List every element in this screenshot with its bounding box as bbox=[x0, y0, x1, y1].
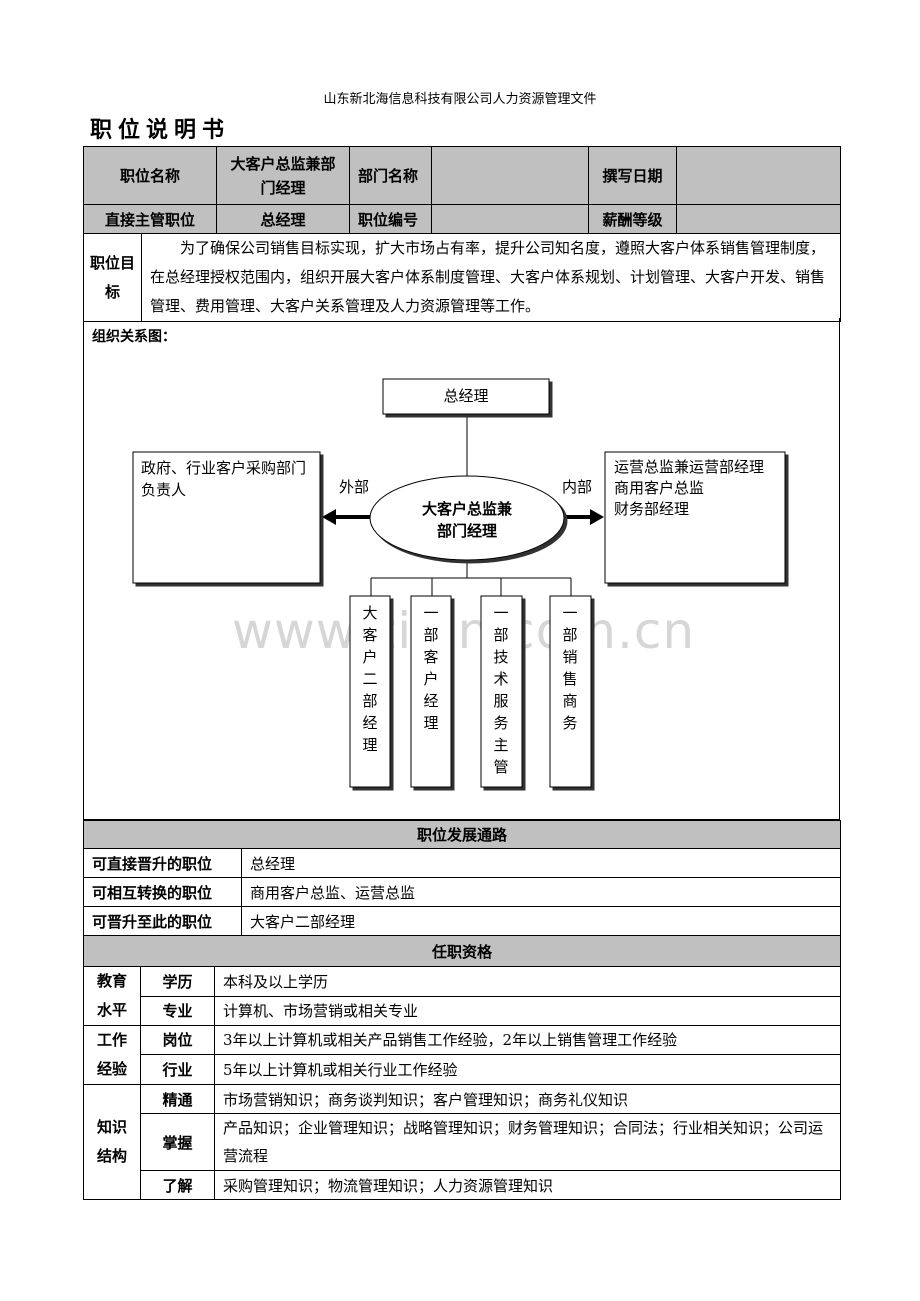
qual-sublabel: 专业 bbox=[140, 995, 215, 1026]
qual-title: 任职资格 bbox=[83, 935, 841, 967]
supervisor-label: 直接主管职位 bbox=[83, 204, 217, 234]
qual-value: 计算机、市场营销或相关专业 bbox=[214, 995, 841, 1026]
table-row: 掌握 产品知识；企业管理知识；战略管理知识；财务管理知识；合同法；行业相关知识；… bbox=[84, 1113, 841, 1171]
career-title: 职位发展通路 bbox=[82, 820, 842, 849]
career-label: 可晋升至此的职位 bbox=[83, 906, 242, 936]
salary-value bbox=[676, 204, 841, 234]
org-right-item: 运营总监兼运营部经理 bbox=[614, 458, 765, 476]
qualification-table: 任职资格 教育水平 学历 本科及以上学历 专业 计算机、市场营销或相关专业 工作… bbox=[83, 935, 841, 1200]
qual-sublabel: 学历 bbox=[140, 966, 215, 997]
supervisor-value: 总经理 bbox=[216, 204, 350, 234]
career-label: 可直接晋升的职位 bbox=[83, 848, 242, 878]
position-name-label: 职位名称 bbox=[83, 146, 217, 205]
goal-table: 职位目标 为了确保公司销售目标实现，扩大市场占有率，提升公司知名度，遵照大客户体… bbox=[83, 233, 841, 322]
org-sub-3-label: 一部技术服务主管 bbox=[493, 604, 509, 776]
node-external-box bbox=[132, 451, 321, 584]
code-value bbox=[431, 204, 589, 234]
org-left-arrow-label: 外部 bbox=[339, 478, 370, 496]
knowledge-label: 知识结构 bbox=[83, 1084, 141, 1200]
org-top-label: 总经理 bbox=[443, 387, 489, 405]
edu-label: 教育水平 bbox=[83, 966, 141, 1026]
career-value: 大客户二部经理 bbox=[240, 906, 842, 936]
career-table: 职位发展通路 可直接晋升的职位 总经理 可相互转换的职位 商用客户总监、运营总监… bbox=[82, 820, 842, 936]
org-sub-1-label: 大客户二部经理 bbox=[362, 604, 378, 754]
org-right-box-text: 运营总监兼运营部经理 商用客户总监 财务部经理 bbox=[614, 457, 780, 520]
node-center-ellipse bbox=[369, 475, 565, 561]
write-date-value bbox=[676, 146, 841, 205]
table-row: 行业 5年以上计算机或相关行业工作经验 bbox=[84, 1053, 841, 1086]
info-table: 职位名称 大客户总监兼部门经理 部门名称 撰写日期 直接主管职位 总经理 职位编… bbox=[83, 146, 841, 234]
goal-text: 为了确保公司销售目标实现，扩大市场占有率，提升公司知名度，遵照大客户体系销售管理… bbox=[141, 233, 841, 322]
dept-value bbox=[431, 146, 589, 205]
node-sub-4 bbox=[549, 595, 592, 788]
code-label: 职位编号 bbox=[349, 204, 432, 234]
node-internal-box bbox=[604, 451, 786, 584]
dept-label: 部门名称 bbox=[349, 146, 432, 205]
table-row: 可直接晋升的职位 总经理 bbox=[83, 848, 842, 878]
qual-sublabel: 行业 bbox=[140, 1053, 215, 1086]
org-chart-section: 组织关系图： bbox=[83, 318, 840, 820]
watermark: www.zixin.com.cn bbox=[232, 602, 696, 660]
document-header: 山东新北海信息科技有限公司人力资源管理文件 bbox=[323, 92, 597, 107]
org-lines bbox=[370, 414, 572, 596]
node-general-manager bbox=[382, 378, 550, 415]
qual-value: 3年以上计算机或相关产品销售工作经验，2年以上销售管理工作经验 bbox=[214, 1025, 841, 1055]
qual-sublabel: 掌握 bbox=[140, 1113, 215, 1171]
qual-sublabel: 精通 bbox=[140, 1084, 215, 1114]
table-row: 可晋升至此的职位 大客户二部经理 bbox=[83, 906, 842, 936]
org-sub-2-label: 一部客户经理 bbox=[423, 604, 439, 732]
qual-value: 本科及以上学历 bbox=[214, 966, 841, 997]
org-sub-4-label: 一部销售商务 bbox=[562, 604, 578, 732]
career-value: 总经理 bbox=[240, 848, 842, 878]
org-chart-label: 组织关系图： bbox=[92, 329, 176, 345]
qual-sublabel: 了解 bbox=[140, 1170, 215, 1200]
table-row: 专业 计算机、市场营销或相关专业 bbox=[84, 995, 841, 1026]
qual-sublabel: 岗位 bbox=[140, 1025, 215, 1055]
write-date-label: 撰写日期 bbox=[588, 146, 677, 205]
table-row: 工作经验 岗位 3年以上计算机或相关产品销售工作经验，2年以上销售管理工作经验 bbox=[83, 1025, 841, 1085]
document-title: 职位说明书 bbox=[90, 117, 231, 143]
internal-arrow bbox=[564, 509, 604, 525]
table-row: 知识结构 精通 市场营销知识；商务谈判知识；客户管理知识；商务礼仪知识 bbox=[83, 1084, 841, 1200]
career-value: 商用客户总监、运营总监 bbox=[240, 877, 842, 907]
table-row: 教育水平 学历 本科及以上学历 bbox=[83, 966, 841, 1026]
org-left-box-text: 政府、行业客户采购部门负责人 bbox=[141, 459, 307, 499]
qual-value: 采购管理知识；物流管理知识；人力资源管理知识 bbox=[214, 1170, 841, 1200]
qual-value: 市场营销知识；商务谈判知识；客户管理知识；商务礼仪知识 bbox=[214, 1084, 841, 1114]
org-right-arrow-label: 内部 bbox=[562, 478, 593, 496]
exp-label: 工作经验 bbox=[83, 1025, 141, 1085]
org-right-item: 商用客户总监 bbox=[614, 479, 705, 497]
node-sub-1 bbox=[349, 595, 391, 788]
node-sub-3 bbox=[480, 595, 523, 788]
qual-value: 5年以上计算机或相关行业工作经验 bbox=[214, 1053, 841, 1086]
org-right-item: 财务部经理 bbox=[614, 500, 690, 518]
qual-value: 产品知识；企业管理知识；战略管理知识；财务管理知识；合同法；行业相关知识；公司运… bbox=[214, 1113, 841, 1171]
table-row: 了解 采购管理知识；物流管理知识；人力资源管理知识 bbox=[84, 1170, 841, 1200]
org-center-label: 大客户总监兼部门经理 bbox=[421, 500, 512, 540]
external-arrow bbox=[322, 509, 370, 525]
node-sub-2 bbox=[410, 595, 452, 788]
table-row: 可相互转换的职位 商用客户总监、运营总监 bbox=[83, 877, 842, 907]
career-label: 可相互转换的职位 bbox=[83, 877, 242, 907]
